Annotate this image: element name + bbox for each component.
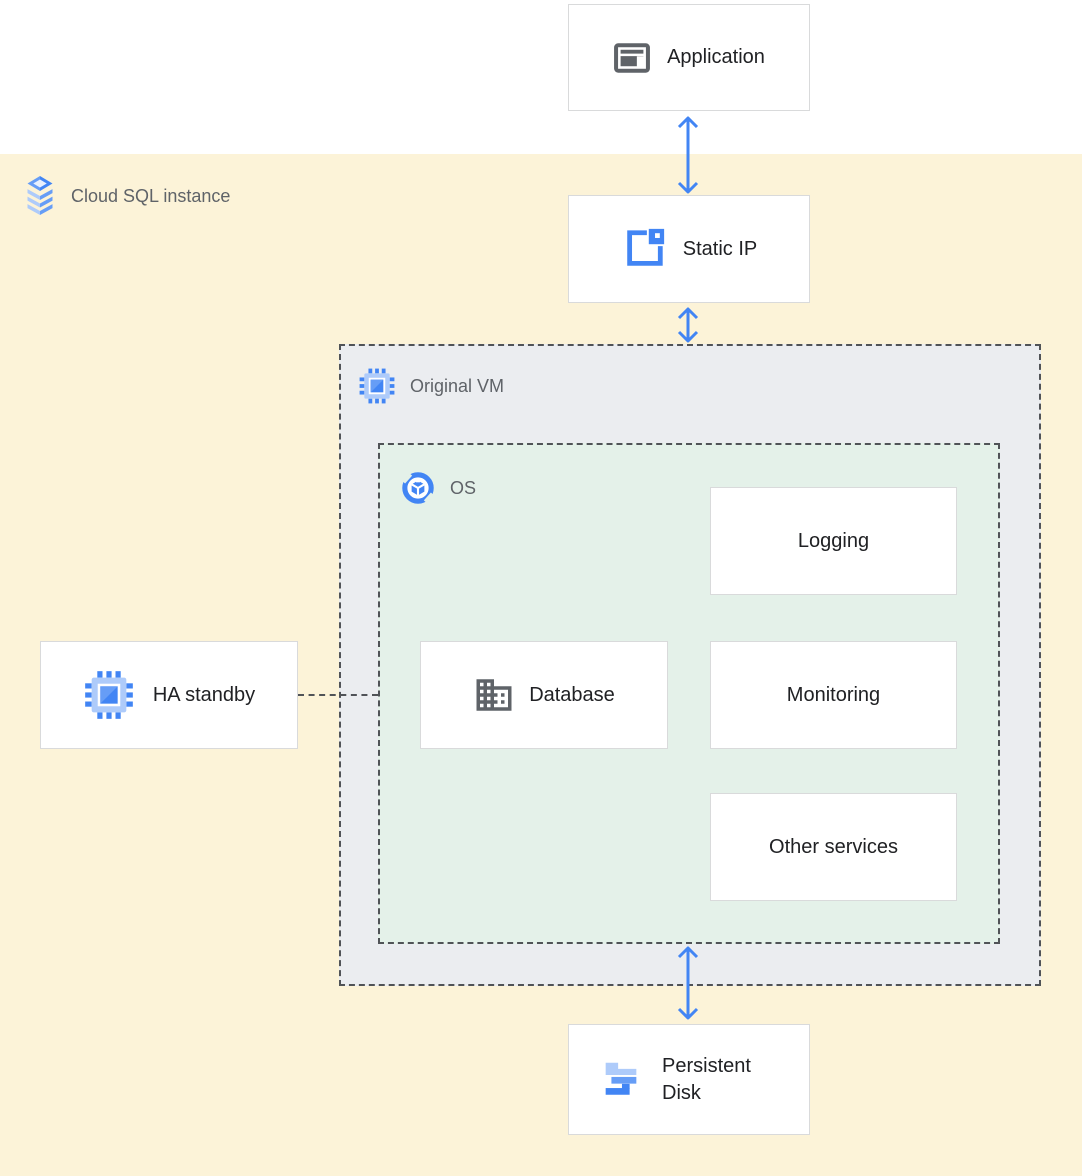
node-other-services-label: Other services <box>769 835 898 858</box>
node-other-services: Other services <box>710 793 957 901</box>
connector-ha-standby-os <box>298 694 378 696</box>
node-monitoring: Monitoring <box>710 641 957 749</box>
node-monitoring-label: Monitoring <box>786 683 881 706</box>
node-application-label: Application <box>667 46 765 68</box>
cloud-sql-zone-label: Cloud SQL instance <box>25 176 230 216</box>
node-static-ip-label: Static IP <box>682 237 758 260</box>
static-ip-icon <box>621 226 667 272</box>
node-persistent-disk: Persistent Disk <box>568 1024 810 1135</box>
persistent-disk-icon <box>598 1057 644 1103</box>
arrow-application-static-ip <box>674 114 702 196</box>
compute-engine-chip-icon <box>358 367 396 405</box>
original-vm-zone-label-text: Original VM <box>410 375 505 396</box>
node-logging: Logging <box>710 487 957 595</box>
node-static-ip: Static IP <box>568 195 810 303</box>
node-logging-label: Logging <box>797 529 870 552</box>
original-vm-zone-label: Original VM <box>358 367 504 405</box>
database-building-icon <box>473 674 515 716</box>
compute-engine-chip-icon <box>83 669 135 721</box>
arrow-os-persistent-disk <box>674 944 702 1022</box>
os-circle-icon <box>401 471 435 505</box>
os-zone-label: OS <box>401 470 476 506</box>
node-database: Database <box>420 641 668 749</box>
node-persistent-disk-label: Persistent Disk <box>662 1054 751 1104</box>
os-zone-label-text: OS <box>450 477 477 498</box>
node-application: Application <box>568 4 810 111</box>
application-window-icon <box>613 42 651 74</box>
node-ha-standby-label: HA standby <box>152 683 256 706</box>
cloud-sql-icon <box>25 176 55 216</box>
node-database-label: Database <box>529 683 615 706</box>
arrow-static-ip-original-vm <box>674 305 702 345</box>
cloud-sql-zone-label-text: Cloud SQL instance <box>71 185 231 206</box>
node-ha-standby: HA standby <box>40 641 298 749</box>
